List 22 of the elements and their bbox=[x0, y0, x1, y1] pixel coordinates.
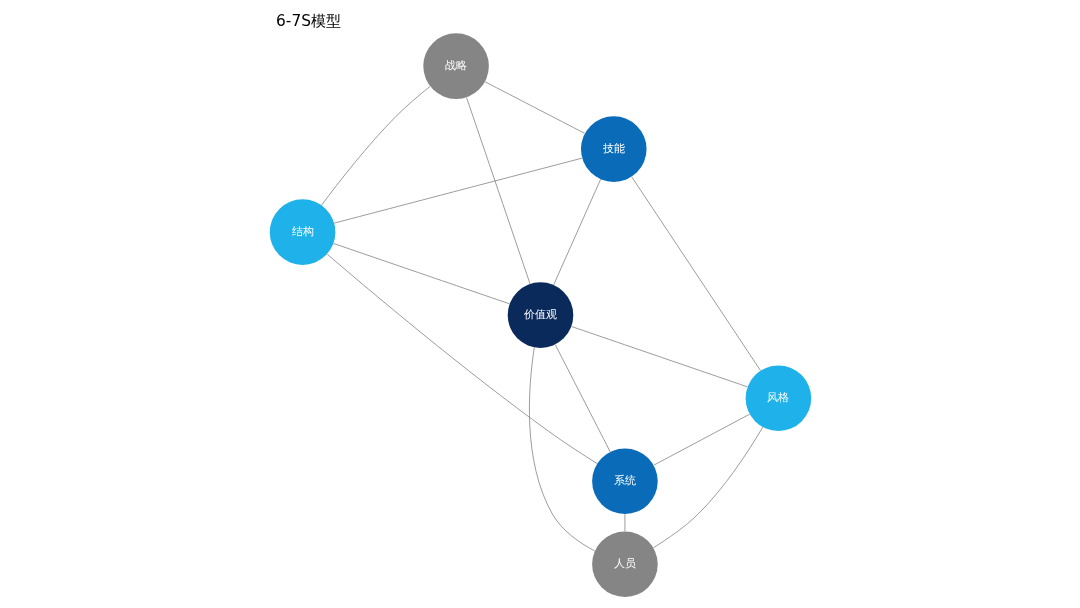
node-circle: 风格 bbox=[745, 365, 811, 431]
node-circle: 结构 bbox=[269, 199, 335, 265]
connector bbox=[320, 86, 430, 206]
node-circle: 技能 bbox=[580, 116, 647, 182]
node-circle: 战略 bbox=[422, 33, 489, 99]
connector bbox=[465, 97, 530, 285]
connector bbox=[652, 413, 750, 466]
connector bbox=[554, 344, 611, 453]
connector bbox=[333, 157, 583, 224]
connector bbox=[332, 243, 510, 305]
node-circle: 人员 bbox=[591, 531, 658, 598]
node-circle: 系统 bbox=[591, 448, 658, 514]
connector bbox=[624, 513, 625, 532]
connector bbox=[528, 347, 595, 552]
diagram-title: 6-7S模型 bbox=[275, 12, 341, 31]
connector bbox=[552, 178, 601, 286]
connector bbox=[630, 176, 761, 371]
connector bbox=[326, 253, 597, 464]
connector bbox=[484, 81, 585, 134]
node-circle: 价值观 bbox=[507, 282, 573, 348]
connector bbox=[652, 426, 763, 549]
connector bbox=[570, 326, 748, 388]
